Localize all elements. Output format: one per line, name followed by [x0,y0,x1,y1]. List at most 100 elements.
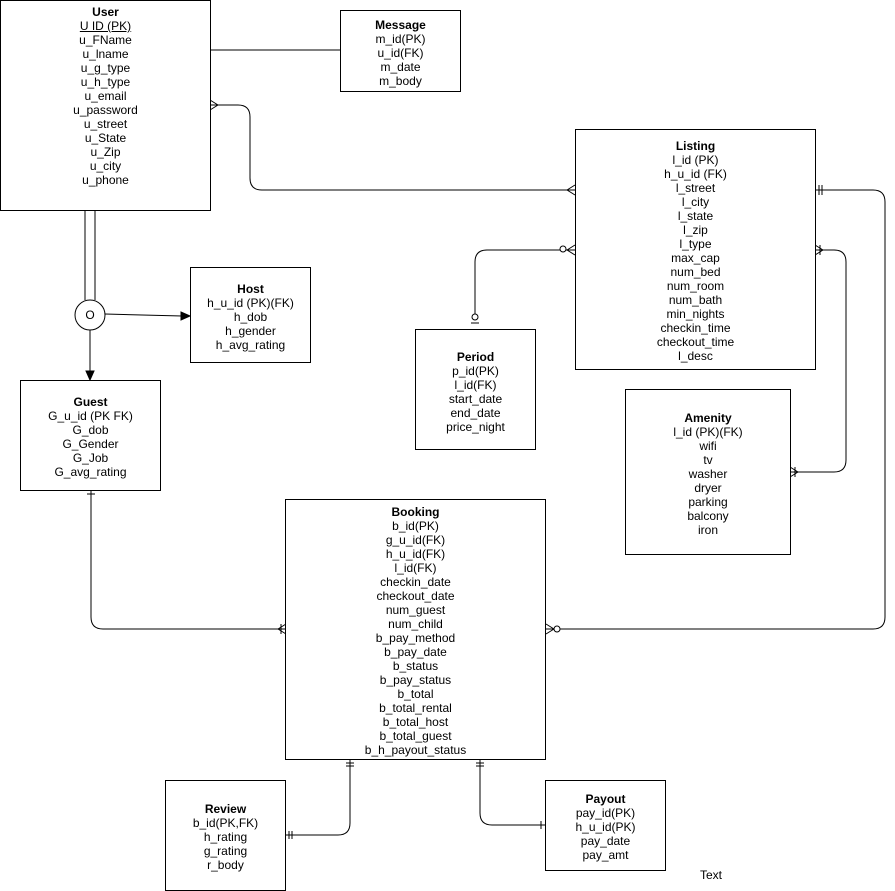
review-attribute: r_body [207,858,244,872]
user-attribute: u_city [89,159,122,173]
booking-attribute: b_total_rental [379,701,452,715]
host-attribute: h_avg_rating [215,338,286,352]
one-one-booking-review [346,762,354,767]
amenity-attribute: washer [688,467,728,481]
zero-many-booking-end [553,625,561,633]
booking-attribute: num_child [388,617,443,631]
user-attribute: u_lname [82,47,129,61]
booking-attribute: g_u_id(FK) [385,533,446,547]
rel-booking-payout[interactable] [479,759,545,826]
listing-attribute: num_bath [668,293,723,307]
period-attribute: p_id(PK) [452,364,499,378]
guest-attribute: G_Job [72,451,109,465]
message-attribute: m_body [379,74,422,88]
period-title: Period [456,350,495,364]
free-text-label[interactable]: Text [700,868,723,882]
message-attribute: u_id(FK) [377,46,424,60]
guest-attribute: G_avg_rating [54,465,127,479]
listing-attribute: l_zip [683,223,708,237]
rel-user-disjoint[interactable] [84,210,96,300]
zero-one-period-side [471,313,479,321]
booking-attribute: b_h_payout_status [364,743,467,757]
rel-listing-amenity[interactable] [790,249,847,473]
crowfoot-listing-end [566,184,576,196]
user-attribute: u_h_type [80,75,131,89]
payout-title: Payout [585,792,626,806]
message-attribute: m_date [380,60,421,74]
listing-attribute: h_u_id (FK) [664,167,727,181]
amenity-attribute: parking [688,495,728,509]
rel-user-listing[interactable] [210,104,575,191]
review-attribute: g_rating [203,844,248,858]
one-one-listing-end [818,185,823,195]
arrow-host [180,311,192,321]
amenity-attribute: balcony [687,509,729,523]
booking-attribute: l_id(FK) [394,561,437,575]
rel-listing-booking[interactable] [546,189,886,630]
one-one-review-end [288,831,293,839]
one-many-amenity-end [789,466,799,478]
listing-title: Listing [675,139,716,153]
crowfoot-booking-listing [545,623,555,635]
payout-attribute: pay_id(PK) [575,806,636,820]
period-attribute: price_night [446,420,505,434]
one-many-listing-amenity [814,244,824,256]
user-attribute: u_FName [79,33,132,47]
message-title: Message [375,18,426,32]
rel-booking-review[interactable] [286,759,351,836]
period-attribute: start_date [448,392,503,406]
amenity-attribute: iron [697,523,718,537]
booking-attribute: checkout_date [376,589,455,603]
rel-guest-booking[interactable] [90,490,286,630]
amenity-attribute: l_id (PK)(FK) [673,425,743,439]
user-attribute: u_phone [82,173,129,187]
amenity-attribute: wifi [699,439,717,453]
one-many-booking-guest [277,623,287,635]
user-attribute: U ID (PK) [79,19,132,33]
user-attribute: u_Zip [90,145,121,159]
booking-attribute: b_total [397,687,434,701]
amenity-attribute: tv [703,453,713,467]
user-attribute: u_email [84,89,127,103]
guest-attribute: G_u_id (PK FK) [48,409,133,423]
disjoint-circle[interactable] [74,299,106,331]
host-attribute: h_gender [225,324,276,338]
payout-attribute: pay_date [580,834,631,848]
booking-attribute: b_pay_status [379,673,452,687]
message-attribute: m_id(PK) [375,32,426,46]
booking-attribute: b_pay_date [384,645,447,659]
user-attribute: u_street [83,117,128,131]
guest-title: Guest [73,395,108,409]
payout-attribute: h_u_id(PK) [575,820,636,834]
payout-attribute: pay_amt [582,848,629,862]
amenity-title: Amenity [684,411,732,425]
user-attribute: u_password [73,103,138,117]
booking-title: Booking [391,505,440,519]
booking-attribute: num_guest [385,603,446,617]
listing-attribute: checkout_time [656,335,735,349]
rel-disjoint-host[interactable] [104,313,183,317]
rel-listing-period[interactable] [474,249,575,320]
crowfoot-listing-period [566,244,576,256]
listing-attribute: l_type [679,237,712,251]
guest-attribute: G_Gender [62,437,119,451]
period-attribute: l_id(FK) [454,378,497,392]
zero-many-listing-side [559,245,567,253]
listing-attribute: checkin_time [660,321,731,335]
review-attribute: b_id(PK,FK) [192,816,259,830]
one-one-booking-payout [476,762,484,767]
host-title: Host [237,282,264,296]
booking-attribute: b_total_host [382,715,449,729]
listing-attribute: l_city [681,195,710,209]
